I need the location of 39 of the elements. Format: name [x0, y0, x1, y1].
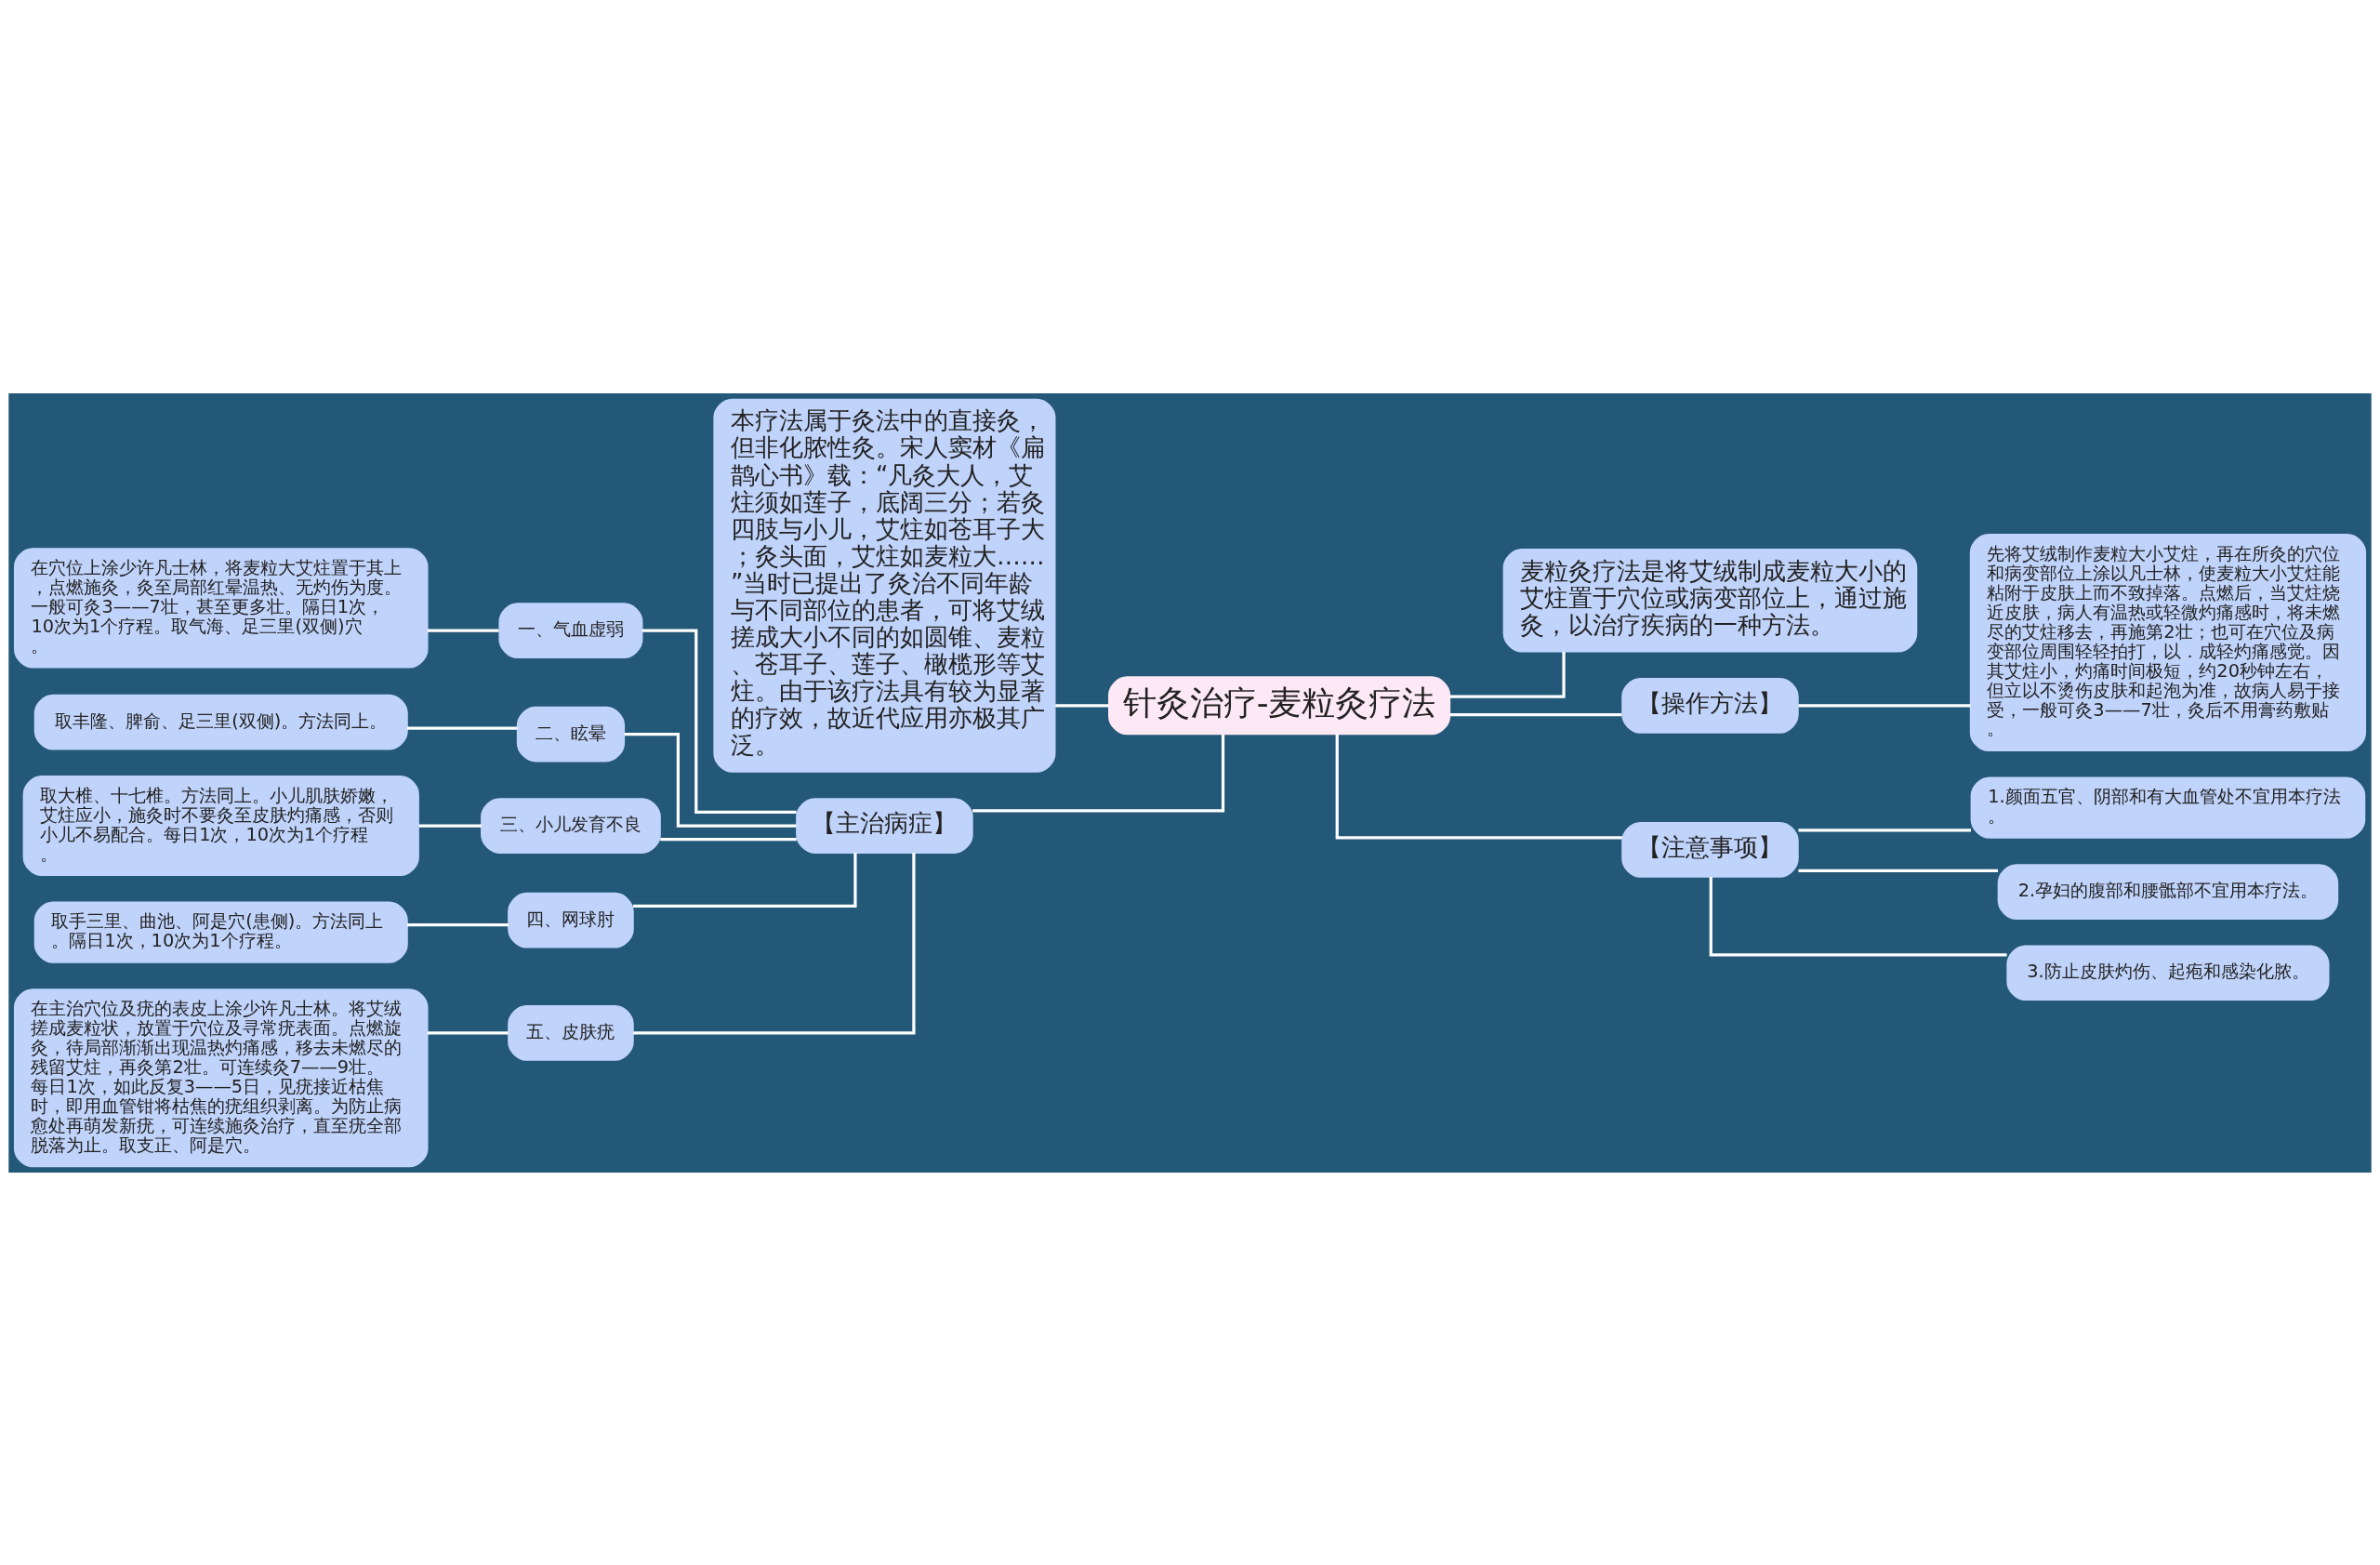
- node-box: 麦粒灸疗法是将艾绒制成麦粒大小的艾炷置于穴位或病变部位上，通过施灸，以治疗疾病的一种方法。: [1502, 548, 1918, 653]
- connector: [1449, 712, 1622, 716]
- connector: [624, 732, 797, 828]
- connector: [641, 629, 797, 814]
- node-box: 三、小儿发育不良: [481, 797, 661, 854]
- node-box: 取大椎、十七椎。方法同上。小儿肌肤娇嫩，艾炷应小，施灸时不要灸至皮肤灼痛感，否则小儿不易配合。每日1次，10次为1个疗程。: [22, 775, 419, 876]
- node-box: 取手三里、曲池、阿是穴(患侧)。方法同上。隔日1次，10次为1个疗程。: [33, 901, 408, 963]
- connector: [406, 725, 518, 730]
- node-box: 针灸治疗-麦粒灸疗法: [1108, 675, 1451, 735]
- node-box: 【注意事项】: [1621, 821, 1799, 878]
- connector: [1335, 734, 1622, 840]
- node-box: 取丰隆、脾俞、足三里(双侧)。方法同上。: [33, 694, 408, 749]
- node-box: 1.颜面五官、阴部和有大血管处不宜用本疗法。: [1970, 776, 2366, 839]
- connector: [1798, 703, 1971, 707]
- connector: [633, 852, 916, 1034]
- node-box: 【主治病症】: [796, 797, 973, 854]
- node-box: 2.孕妇的腹部和腰骶部不宜用本疗法。: [1997, 863, 2339, 920]
- connector: [1798, 869, 1998, 872]
- connector: [1449, 651, 1566, 698]
- connector: [418, 823, 482, 828]
- connector: [1798, 828, 1971, 831]
- node-box: 【操作方法】: [1621, 677, 1799, 734]
- connector: [660, 837, 797, 841]
- connector: [427, 1030, 509, 1034]
- connector: [972, 734, 1225, 812]
- node-box: 本疗法属于灸法中的直接灸，但非化脓性灸。宋人窦材《扁鹊心书》载：“凡灸大人，艾炷须如莲子，底阔三分；若灸四肢与小儿，艾炷如苍耳子大；灸头面，艾炷如麦粒大……”当时已提出了灸治不同年龄与不同部位的患者，可将艾绒搓成大小不同的如圆锥、麦粒、苍耳子、莲子、橄榄形等艾炷。由于该疗法具有较为显著的疗效，故近代应用亦极其广泛。: [713, 398, 1056, 773]
- node-box: 在穴位上涂少许凡士林，将麦粒大艾炷置于其上，点燃施灸，灸至局部红晕温热、无灼伤为度。一般可灸3——7壮，甚至更多壮。隔日1次，10次为1个疗程。取气海、足三里(双侧)穴。: [13, 547, 429, 668]
- connector: [1709, 876, 2007, 956]
- node-box: 在主治穴位及疣的表皮上涂少许凡士林。将艾绒搓成麦粒状，放置于穴位及寻常疣表面。点燃旋灸，待局部渐渐出现温热灼痛感，移去未燃尽的残留艾炷，再灸第2壮。可连续灸7——9壮。每日1次，如此反复3——5日，见疣接近枯焦时，即用血管钳将枯焦的疣组织剥离。为防止病愈处再萌发新疣，可连续施灸治疗，直至疣全部脱落为止。取支正、阿是穴。: [13, 988, 429, 1167]
- connector: [406, 922, 509, 926]
- node-box: 一、气血虚弱: [498, 602, 643, 658]
- connector: [633, 852, 857, 908]
- node-box: 五、皮肤疣: [508, 1004, 634, 1061]
- connector: [1055, 703, 1109, 707]
- connector: [427, 629, 499, 632]
- node-box: 四、网球肘: [508, 892, 634, 948]
- node-box: 先将艾绒制作麦粒大小艾炷，再在所灸的穴位和病变部位上涂以凡士林，使麦粒大小艾炷能粘附于皮肤上而不致掉落。点燃后，当艾炷烧近皮肤，病人有温热或轻微灼痛感时，将未燃尽的艾炷移去，再施第2壮；也可在穴位及病变部位周围轻轻拍打，以．成轻灼痛感觉。因其艾炷小，灼痛时间极短，约20秒钟左右，但立以不烫伤皮肤和起泡为准，故病人易于接受，一般可灸3——7壮，灸后不用膏药敷贴。: [1969, 533, 2367, 751]
- node-box: 3.防止皮肤灼伤、起疱和感染化脓。: [2006, 944, 2330, 1001]
- node-box: 二、眩晕: [516, 706, 626, 762]
